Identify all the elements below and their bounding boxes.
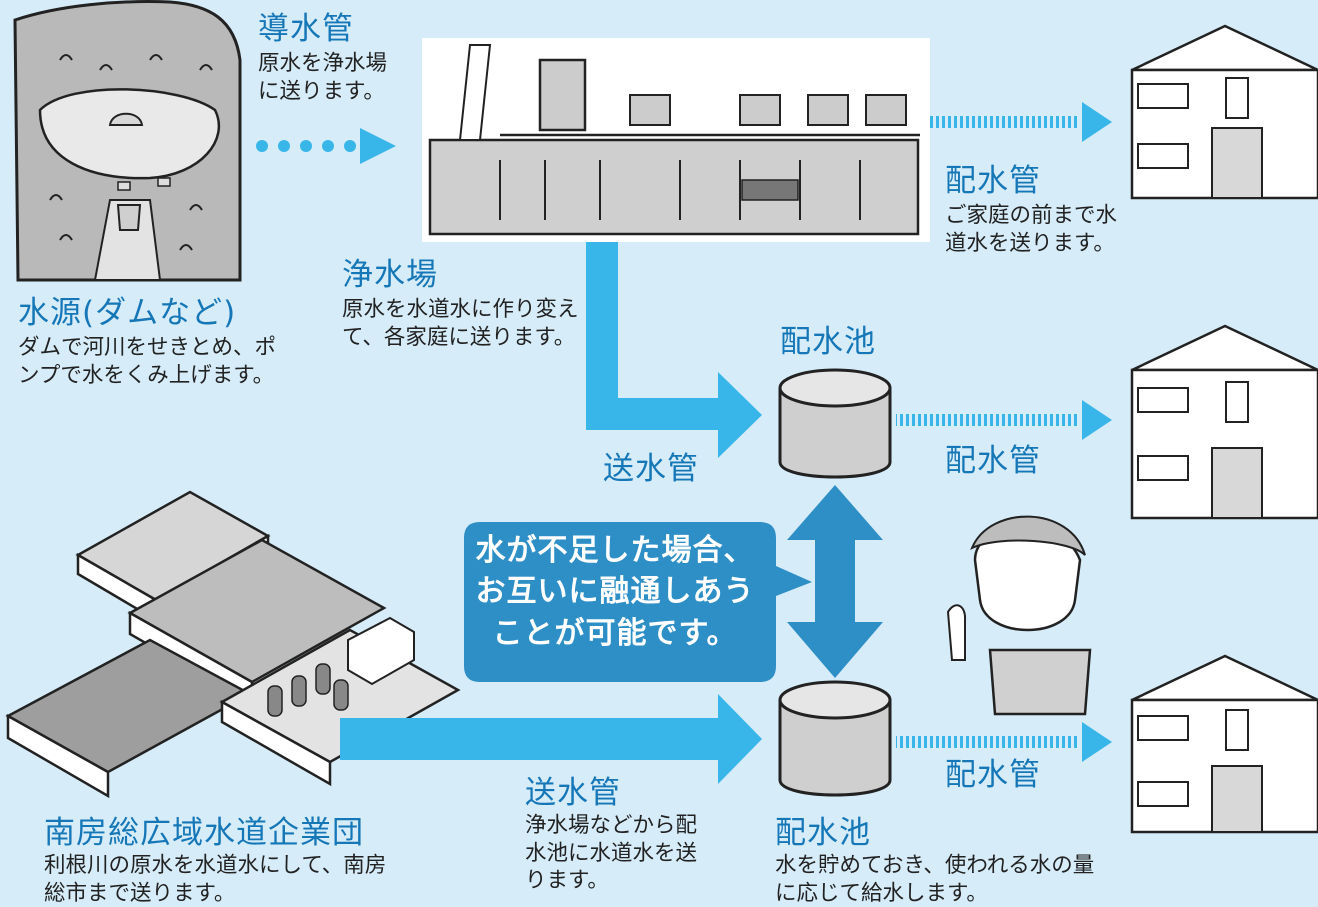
- minamiboso-body: 利根川の原水を水道水にして、南房総市まで送ります。: [44, 853, 387, 906]
- arrow-soukan-bot: [340, 694, 762, 784]
- haisuichi-bot-body: 水を貯めておき、使われる水の量に応じて給水します。: [775, 853, 1095, 906]
- arrow-soukan-mid: [586, 242, 762, 458]
- dounkan-title: 導水管: [258, 11, 354, 47]
- haisuikan-top-body: ご家庭の前まで水道水を送ります。: [945, 203, 1118, 256]
- dam-illustration: [13, 0, 242, 282]
- house-illustration-2: [1130, 324, 1318, 520]
- callout-bubble: [464, 522, 812, 682]
- soukan-bot-title: 送水管: [525, 775, 621, 811]
- haisuikan-top-title: 配水管: [945, 163, 1041, 199]
- soukan-bot-body: 浄水場などから配水池に水道水を送ります。: [525, 813, 698, 894]
- suigen-title: 水源(ダムなど): [18, 295, 237, 331]
- haisuichi-mid-title: 配水池: [780, 324, 876, 360]
- haisuichi-bot-title: 配水池: [775, 815, 871, 851]
- dotted-arrow-haisuikan-mid: [896, 400, 1112, 440]
- worker-illustration: [946, 515, 1092, 716]
- double-arrow-interchange: [787, 485, 883, 678]
- facilities-illustration: [5, 490, 461, 799]
- callout-text: 水が不足した場合、お互いに融通しあうことが可能です。: [475, 533, 755, 651]
- dotted-arrow-haisuikan-bot: [896, 722, 1112, 762]
- minamiboso-title: 南房総広域水道企業団: [44, 815, 364, 851]
- tank-haisuichi-mid: [778, 368, 892, 479]
- house-illustration-1: [1130, 24, 1318, 200]
- dotted-arrow-haisuikan-top: [930, 102, 1112, 142]
- dotted-arrow-dounkan: [256, 128, 396, 164]
- treatment-plant-illustration: [422, 38, 930, 242]
- dounkan-body: 原水を浄水場に送ります。: [258, 51, 388, 104]
- soukan-mid-title: 送水管: [603, 451, 699, 487]
- tank-haisuichi-bot: [778, 680, 892, 797]
- house-illustration-3: [1130, 654, 1318, 834]
- jousuijou-body: 原水を水道水に作り変えて、各家庭に送ります。: [342, 297, 579, 350]
- jousuijou-title: 浄水場: [342, 257, 438, 293]
- haisuikan-mid-title: 配水管: [945, 443, 1041, 479]
- haisuikan-bot-title: 配水管: [945, 757, 1041, 793]
- suigen-body: ダムで河川をせきとめ、ポンプで水をくみ上げます。: [18, 335, 277, 388]
